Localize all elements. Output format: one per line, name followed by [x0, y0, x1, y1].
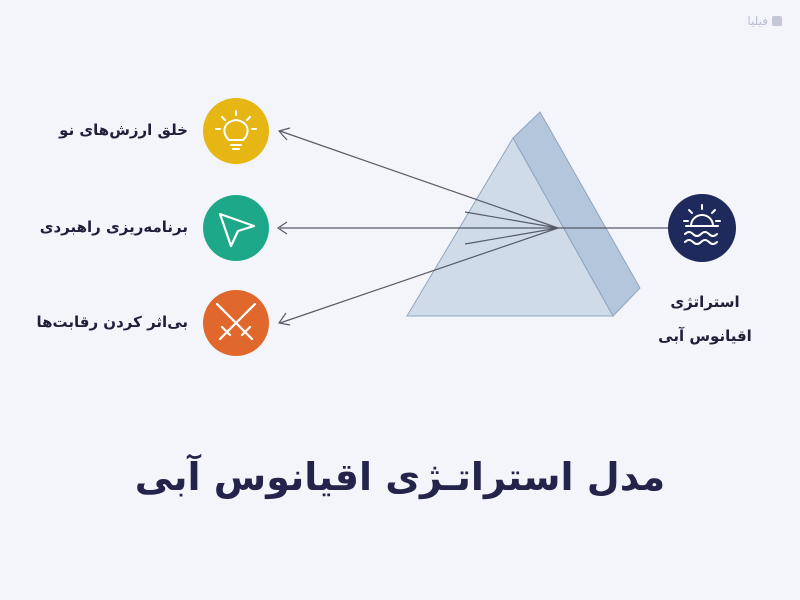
watermark: فیلیا [747, 14, 782, 28]
output-label-value: خلق ارزش‌های نو [59, 121, 188, 139]
crossed-swords-icon [215, 302, 257, 341]
filia-logo-icon [772, 16, 782, 26]
ray-inner-2 [464, 227, 559, 245]
output-planning-node [203, 195, 269, 261]
source-label-line1: استراتژی [670, 293, 740, 311]
light-rays [279, 130, 668, 324]
arrowhead-competition [277, 312, 291, 326]
lightbulb-icon [215, 110, 257, 150]
page-title: مدل استراتـژی اقیانوس آبی [134, 455, 666, 499]
output-label-competition: بی‌اثر کردن رقابت‌ها [36, 313, 188, 331]
ray-inner-1 [464, 211, 559, 229]
prism-front-face [406, 137, 614, 317]
source-label-line2: اقیانوس آبی [658, 327, 752, 345]
prism [406, 111, 641, 317]
watermark-text: فیلیا [747, 14, 768, 28]
ray-to-competition [279, 227, 559, 324]
ray-arrowheads [276, 127, 291, 326]
source-node [668, 194, 736, 262]
source-label: استراتژی اقیانوس آبی [630, 285, 780, 353]
sun-over-waves-icon [683, 204, 721, 245]
arrowhead-value [277, 127, 291, 141]
cursor-arrow-icon [218, 212, 256, 248]
arrowhead-planning [276, 221, 288, 235]
ray-to-value [279, 130, 559, 229]
output-competition-node [203, 290, 269, 356]
output-value-node [203, 98, 269, 164]
output-label-planning: برنامه‌ریزی راهبردی [39, 218, 188, 236]
